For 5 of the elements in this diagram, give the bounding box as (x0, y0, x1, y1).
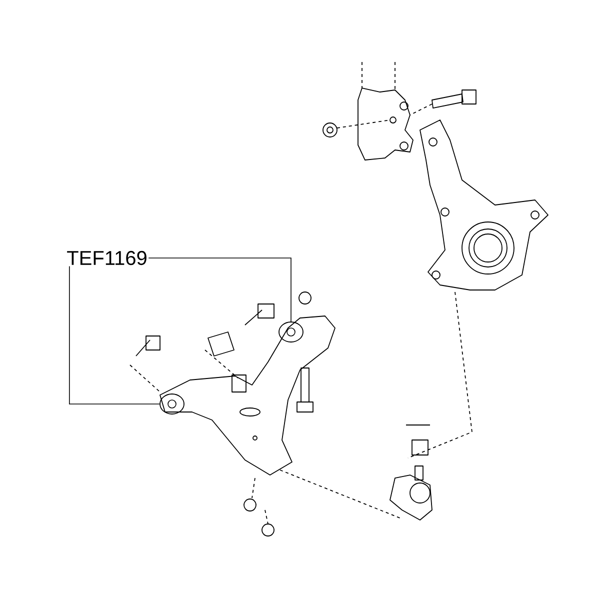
part-number: TEF1169 (67, 250, 146, 266)
bushing-drawing (278, 322, 304, 342)
bushing-drawing (160, 394, 184, 414)
leader-line (148, 258, 292, 322)
leader-line (69, 266, 160, 404)
